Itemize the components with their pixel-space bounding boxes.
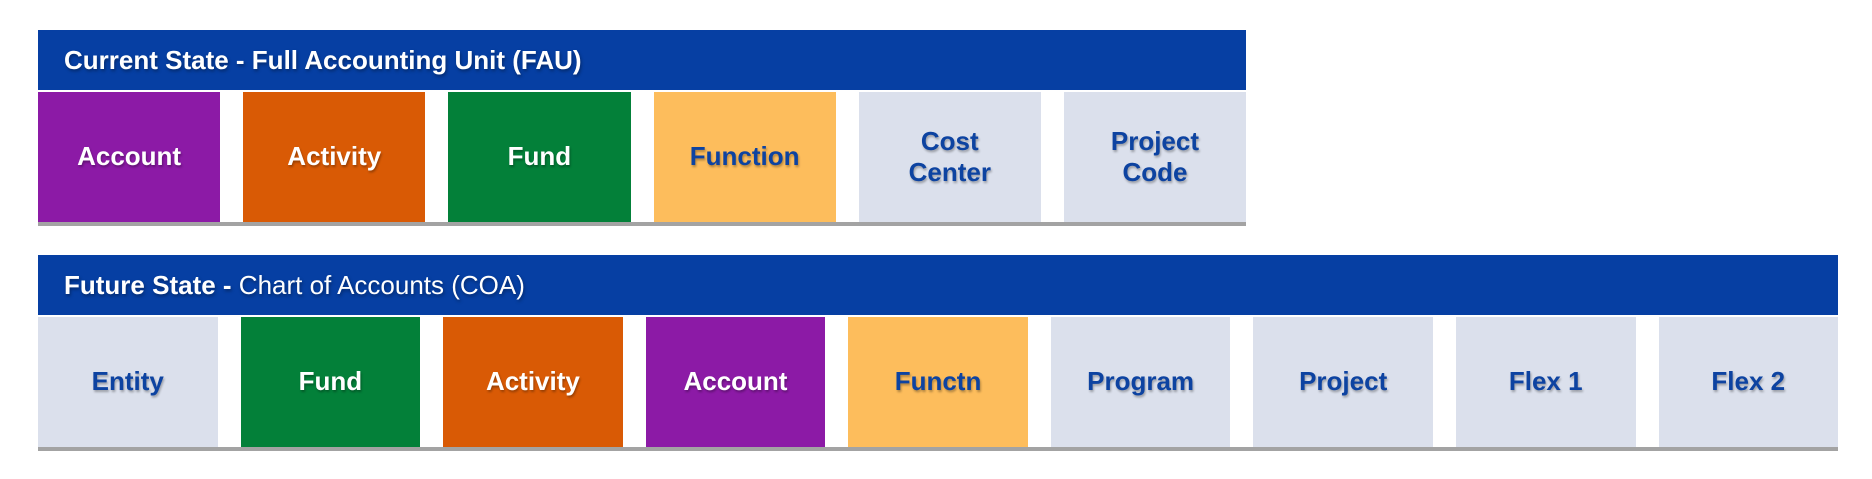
fau-block-activity: Activity xyxy=(243,92,426,222)
coa-block-functn: Functn xyxy=(848,317,1028,447)
coa-header-title-bold: Future State - xyxy=(64,269,239,300)
coa-block-row: Entity Fund Activity Account Functn Prog… xyxy=(38,317,1839,447)
fau-block-row: Account Activity Fund Function Cost Cent… xyxy=(38,92,1247,222)
fau-block-function: Function xyxy=(653,92,836,222)
coa-block-activity: Activity xyxy=(443,317,623,447)
coa-block-program: Program xyxy=(1050,317,1231,447)
section-current-state-fau: Current State - Full Accounting Unit (FA… xyxy=(38,30,1247,222)
fau-block-account: Account xyxy=(38,92,221,222)
coa-header-title-regular: Chart of Accounts (COA) xyxy=(238,269,525,300)
fau-header-bar: Current State - Full Accounting Unit (FA… xyxy=(38,30,1246,90)
fau-block-fund: Fund xyxy=(448,92,631,222)
fau-header-title-bold: Current State - Full Accounting Unit (FA… xyxy=(64,44,582,75)
coa-block-account: Account xyxy=(645,317,826,447)
coa-block-flex-2: Flex 2 xyxy=(1658,317,1839,447)
coa-block-flex-1: Flex 1 xyxy=(1455,317,1636,447)
coa-block-fund: Fund xyxy=(240,317,421,447)
fau-block-project-code: Project Code xyxy=(1063,92,1247,222)
coa-block-project: Project xyxy=(1253,317,1433,447)
coa-header-bar: Future State - Chart of Accounts (COA) xyxy=(38,255,1838,315)
coa-block-entity: Entity xyxy=(38,317,218,447)
fau-block-cost-center: Cost Center xyxy=(858,92,1041,222)
section-future-state-coa: Future State - Chart of Accounts (COA) E… xyxy=(38,255,1839,447)
